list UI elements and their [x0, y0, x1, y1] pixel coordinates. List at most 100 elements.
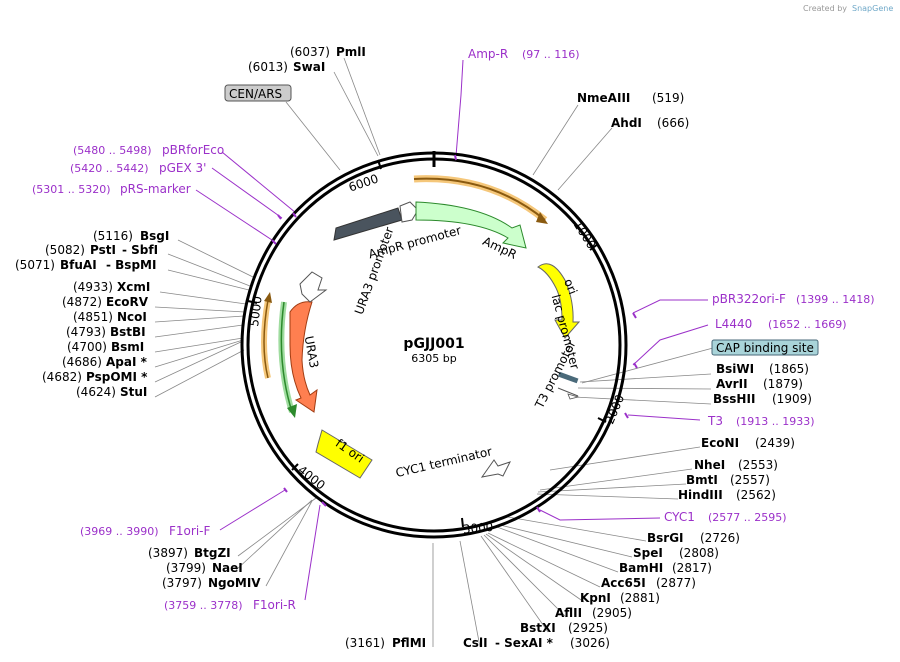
pos-ngomiv: (3797) [162, 576, 202, 590]
pos-bsrgi: (2726) [700, 531, 740, 545]
pos-kpni: (2881) [620, 591, 660, 605]
primer-cyc1-pos: (2577 .. 2595) [708, 511, 787, 524]
pos-swai: (6013) [248, 60, 288, 74]
cyc1-terminator-label: CYC1 terminator [394, 444, 493, 480]
enz-bstbi: BstBI [110, 325, 146, 339]
enz-naei: NaeI [212, 561, 243, 575]
primer-f1ori-r: F1ori-R [253, 598, 296, 612]
tick-label-3000: 3000 [462, 520, 494, 537]
primer-amp-r-pos: (97 .. 116) [522, 48, 580, 61]
pos-econi: (2439) [755, 436, 795, 450]
cap-connector [581, 347, 714, 384]
ampr-promoter-feature [399, 201, 419, 223]
primer-f1ori-r-pos: (3759 .. 3778) [164, 599, 243, 612]
cyc1-terminator-feature [480, 459, 511, 478]
t3-promoter-label: T3 promoter [532, 338, 579, 412]
enz-bstxi: BstXI [520, 621, 556, 635]
enz-btgzi: BtgZI [194, 546, 231, 560]
enz-nmeaiii: NmeAIII [577, 91, 630, 105]
enz-econi: EcoNI [701, 436, 739, 450]
pos-avrii: (1879) [763, 377, 803, 391]
enz-bspmi: - BspMI [106, 258, 156, 272]
enz-pflmi: PflMI [392, 636, 426, 650]
pos-bsshii: (1909) [772, 392, 812, 406]
pos-pmli: (6037) [290, 45, 330, 59]
enz-avrii: AvrII [716, 377, 748, 391]
enz-sexai: - SexAI * [495, 636, 554, 650]
pos-spei: (2808) [679, 546, 719, 560]
enz-bsrgi: BsrGI [647, 531, 684, 545]
cen-ars-feature [333, 207, 403, 241]
enz-pspomi: PspOMI * [86, 370, 148, 384]
plasmid-size: 6305 bp [411, 352, 456, 365]
primer-pbrforeco-pos: (5480 .. 5498) [73, 144, 152, 157]
scale-ticks [247, 159, 607, 528]
pos-csli: (3026) [570, 636, 610, 650]
primer-prs-marker-pos: (5301 .. 5320) [32, 183, 111, 196]
pos-btgzi: (3897) [148, 546, 188, 560]
pos-bstbi: (4793) [66, 325, 106, 339]
primer-f1ori-f-pos: (3969 .. 3990) [80, 525, 159, 538]
pos-pflmi: (3161) [345, 636, 385, 650]
pos-ecorv: (4872) [62, 295, 102, 309]
enz-aflii: AflII [555, 606, 582, 620]
enz-bsmi: BsmI [111, 340, 144, 354]
enz-xcmi: XcmI [117, 280, 150, 294]
tick-label-4000: 4000 [295, 463, 328, 493]
primer-t3: T3 [707, 414, 723, 428]
primer-lines [195, 59, 709, 601]
plasmid-name: pGJJ001 [403, 336, 464, 352]
enz-bsgi: BsgI [140, 229, 169, 243]
enz-bsshii: BssHII [713, 392, 755, 406]
pos-bsgi: (5116) [93, 229, 133, 243]
primer-amp-r: Amp-R [468, 47, 508, 61]
enz-pmli: PmlI [336, 45, 366, 59]
connector-lines [154, 57, 712, 648]
pos-bsmi: (4700) [67, 340, 107, 354]
enz-acc65i: Acc65I [601, 576, 646, 590]
pos-nhei: (2553) [738, 458, 778, 472]
ura3-promoter-feature [299, 271, 328, 303]
primer-f1ori-f: F1ori-F [169, 524, 210, 538]
pos-ncoi: (4851) [73, 310, 113, 324]
ampr-feature [415, 201, 527, 249]
enz-ncoi: NcoI [117, 310, 147, 324]
pos-bsiwi: (1865) [769, 362, 809, 376]
primer-pgex: pGEX 3' [159, 161, 206, 175]
tick-label-1000: 1000 [571, 218, 599, 251]
primer-pbr322ori: pBR322ori-F [712, 292, 786, 306]
enz-bamhi: BamHI [619, 561, 663, 575]
pos-bstxi: (2925) [568, 621, 608, 635]
enz-nhei: NheI [694, 458, 725, 472]
enz-ngomiv: NgoMIV [208, 576, 261, 590]
pos-bmti: (2557) [730, 473, 770, 487]
primer-pbrforeco: pBRforEco [162, 143, 224, 157]
enz-bmti: BmtI [686, 473, 718, 487]
enz-kpni: KpnI [580, 591, 611, 605]
enz-swai: SwaI [293, 60, 325, 74]
pos-pspomi: (4682) [42, 370, 82, 384]
ampr-outline-core [413, 177, 546, 221]
credit-prefix: Created by [803, 4, 847, 13]
pos-acc65i: (2877) [656, 576, 696, 590]
pos-bamhi: (2817) [672, 561, 712, 575]
enz-hindiii: HindIII [678, 488, 723, 502]
pos-hindiii: (2562) [736, 488, 776, 502]
enz-spei: SpeI [633, 546, 663, 560]
enz-bfuai: BfuAI [60, 258, 97, 272]
enz-psti: PstI [90, 243, 116, 257]
primer-cyc1: CYC1 [664, 510, 695, 524]
pos-stui: (4624) [76, 385, 116, 399]
tick-label-6000: 6000 [347, 171, 380, 194]
pos-apai: (4686) [62, 355, 102, 369]
enz-stui: StuI [120, 385, 147, 399]
cap-binding-label: CAP binding site [716, 341, 814, 355]
pos-naei: (3799) [166, 561, 206, 575]
primer-l4440-pos: (1652 .. 1669) [768, 318, 847, 331]
ura3-label: URA3 [302, 335, 321, 369]
pos-psti: (5082) [45, 243, 85, 257]
primer-marks [271, 154, 638, 513]
primer-l4440: L4440 [715, 317, 752, 331]
pos-aflii: (2905) [592, 606, 632, 620]
